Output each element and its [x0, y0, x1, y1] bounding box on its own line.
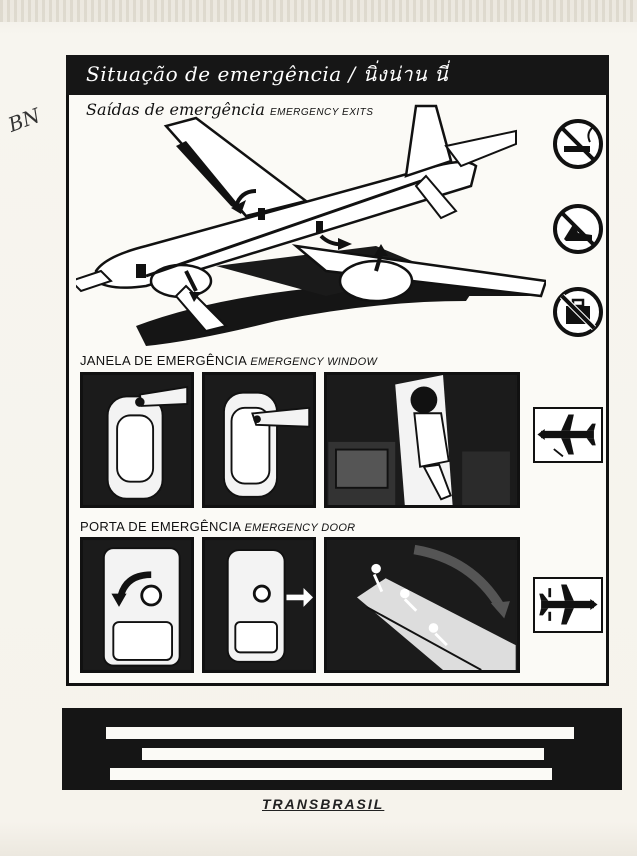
door-direction-box: [533, 577, 603, 633]
plane-topview-icon: [537, 414, 596, 458]
window-title-en: EMERGENCY WINDOW: [250, 356, 378, 368]
no-smoking-icon: [553, 119, 603, 169]
door-handle-illustration: [83, 540, 191, 670]
window-step-1-panel: [80, 372, 194, 508]
footer-stripe-1: [106, 727, 574, 739]
no-baggage-icon: [553, 287, 603, 337]
slide-evacuation-illustration: [328, 540, 516, 670]
airplane-exits-illustration: [76, 104, 546, 346]
door-step-2-panel: [202, 537, 316, 673]
exits-title-pt: Saídas de emergência: [86, 100, 265, 119]
exits-title-en: EMERGENCY EXITS: [269, 107, 374, 118]
window-title-pt: JANELA DE EMERGÊNCIA: [80, 353, 247, 368]
torn-top-edge: [0, 0, 637, 22]
window-heading: JANELA DE EMERGÊNCIA EMERGENCY WINDOW: [80, 353, 377, 368]
brand-logo: TRANSBRASIL: [262, 796, 385, 812]
window-exit-illustration: [328, 375, 516, 505]
door-title-en: EMERGENCY DOOR: [244, 522, 356, 534]
window-step-2-panel: [202, 372, 316, 508]
exits-heading: Saídas de emergência EMERGENCY EXITS: [86, 100, 373, 119]
plane-topview-door-icon: [539, 584, 598, 625]
door-step-3-panel: [324, 537, 520, 673]
door-step-1-panel: [80, 537, 194, 673]
door-title-pt: PORTA DE EMERGÊNCIA: [80, 519, 241, 534]
window-direction-box: [533, 407, 603, 463]
window-step-3-panel: [324, 372, 520, 508]
door-heading: PORTA DE EMERGÊNCIA EMERGENCY DOOR: [80, 519, 355, 534]
title-bar: [66, 55, 609, 95]
footer-stripe-3: [110, 768, 552, 780]
no-high-heels-icon: [553, 204, 603, 254]
footer-stripe-2: [142, 748, 544, 760]
door-open-illustration: [205, 540, 313, 670]
window-pull-illustration: [205, 375, 313, 505]
window-handle-illustration: [83, 375, 191, 505]
page-title: Situação de emergência / นิ่งน่าน นี่: [86, 62, 449, 86]
